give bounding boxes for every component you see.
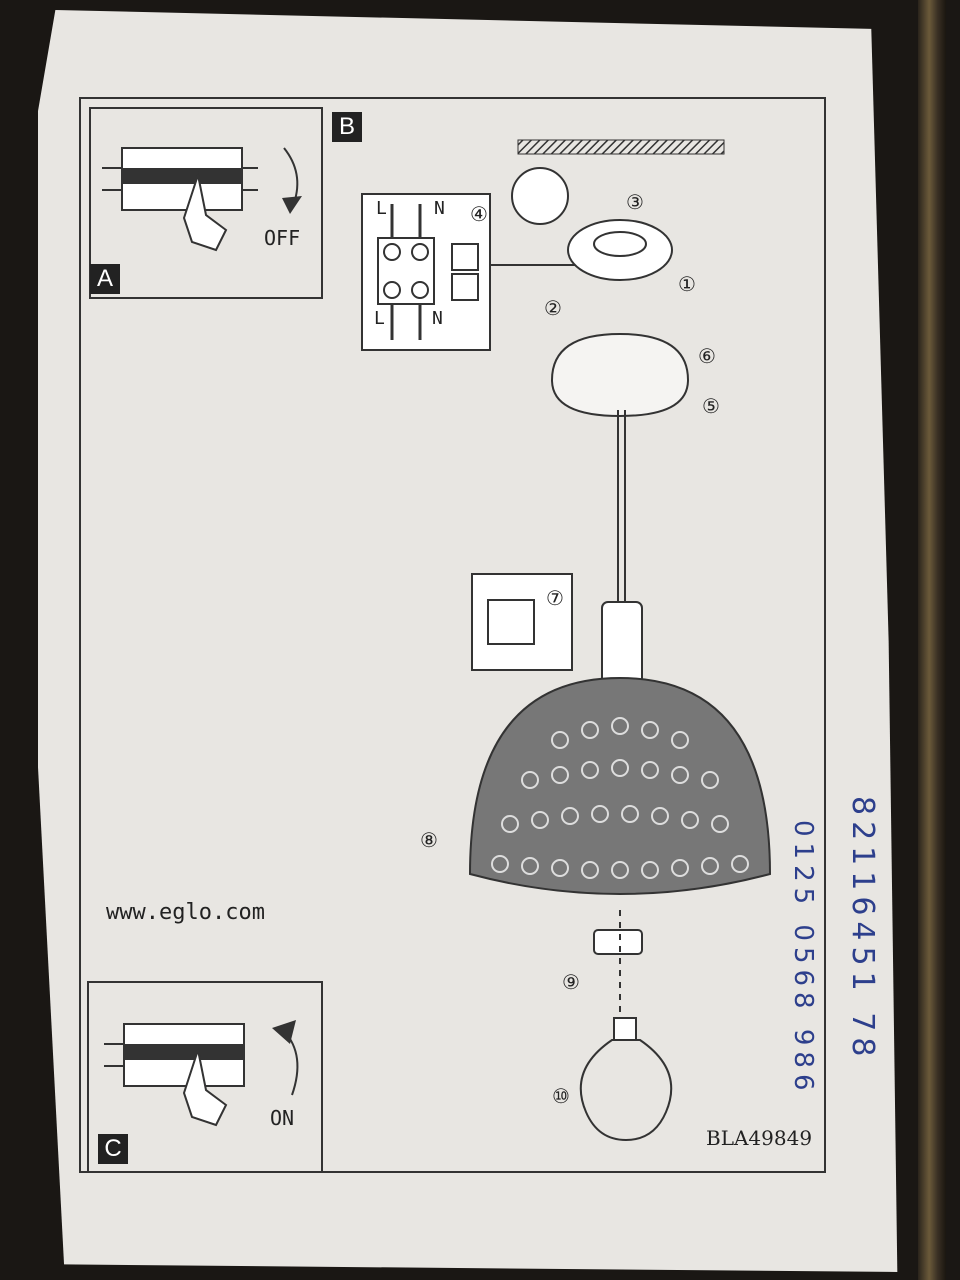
frame-rod — [918, 0, 946, 1280]
step-5: ⑤ — [702, 394, 720, 418]
off-label: OFF — [264, 226, 301, 250]
wiring-label-l-bot: L — [374, 308, 385, 329]
step-1: ① — [678, 272, 696, 296]
website-text: www.eglo.com — [106, 900, 265, 925]
step-6: ⑥ — [698, 344, 716, 368]
step-4: ④ — [470, 202, 488, 226]
step-10: ⑩ — [552, 1084, 570, 1108]
panel-c-corner: C — [98, 1134, 128, 1164]
step-3: ③ — [626, 190, 644, 214]
on-label: ON — [270, 1106, 295, 1130]
wiring-label-n-bot: N — [432, 308, 443, 329]
wiring-label-n-top: N — [434, 198, 445, 219]
model-code: BLA49849 — [706, 1126, 813, 1150]
wiring-label-l-top: L — [376, 198, 387, 219]
step-9: ⑨ — [562, 970, 580, 994]
step-2: ② — [544, 296, 562, 320]
panel-a-corner: A — [90, 264, 120, 294]
step-7: ⑦ — [546, 586, 564, 610]
handwritten-number-2: 0125 0568 986 — [788, 820, 818, 1097]
handwritten-number-1: 82116451 78 — [845, 796, 880, 1063]
step-8: ⑧ — [420, 828, 438, 852]
instruction-sheet — [38, 10, 898, 1272]
panel-b-corner: B — [332, 112, 362, 142]
